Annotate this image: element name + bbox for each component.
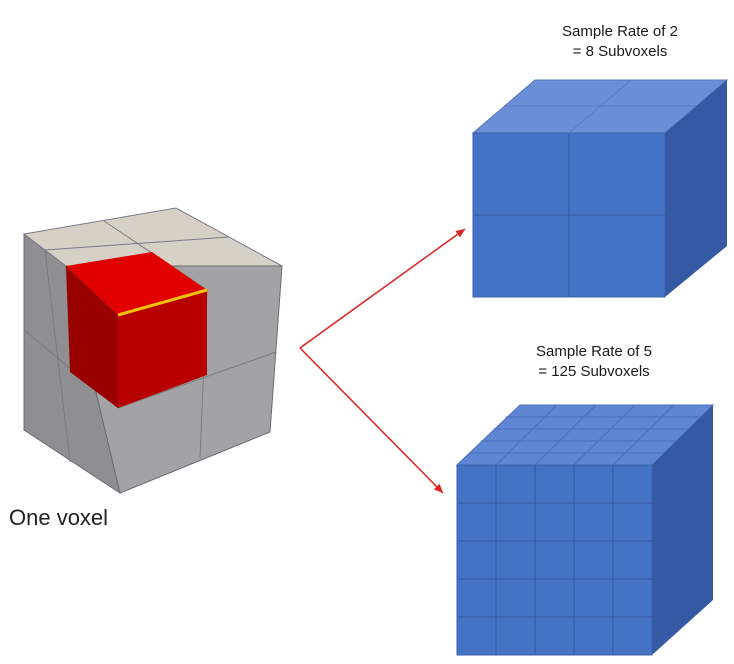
- caption-sample-rate-5-line1: Sample Rate of 5: [536, 343, 652, 360]
- one-voxel-label: One voxel: [9, 505, 109, 530]
- highlight-front-face: [66, 266, 118, 408]
- caption-sample-rate-5-line2: = 125 Subvoxels: [538, 363, 650, 380]
- cube5-grid-line: [495, 404, 558, 466]
- arrow-to-rate-2: [299, 228, 466, 349]
- arrows: [299, 228, 466, 494]
- highlight-edge: [117, 288, 208, 317]
- cube5-grid-line: [612, 404, 675, 466]
- cube-sample-rate-2: [471, 79, 729, 298]
- cube5-grid-line: [534, 404, 597, 466]
- caption-sample-rate-2-line1: Sample Rate of 2: [562, 23, 678, 40]
- caption-sample-rate-2-line2: = 8 Subvoxels: [572, 43, 668, 60]
- cube-sample-rate-5: [455, 404, 715, 656]
- one-voxel-cube: [22, 207, 283, 495]
- cube5-grid-line: [573, 404, 636, 466]
- caption-sample-rate-2: Sample Rate of 2 = 8 Subvoxels: [510, 22, 730, 62]
- caption-sample-rate-5: Sample Rate of 5 = 125 Subvoxels: [484, 342, 704, 382]
- highlight-side-face: [118, 290, 207, 408]
- cube5-grid: [457, 404, 701, 655]
- cube2-side-face: [665, 80, 727, 297]
- arrow-to-rate-5: [299, 347, 444, 494]
- cube5-front-face: [456, 464, 653, 656]
- cube5-side-face: [652, 405, 713, 655]
